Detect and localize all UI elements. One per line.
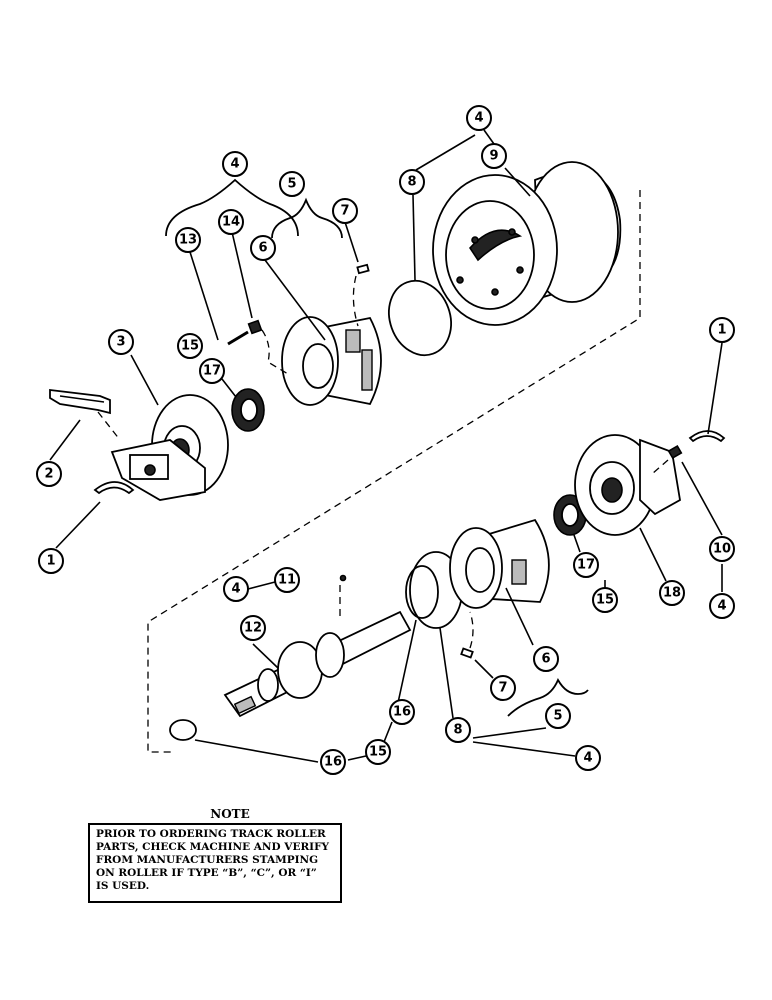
callout-16-center: 16	[389, 699, 415, 725]
svg-text:15: 15	[596, 593, 614, 608]
svg-text:6: 6	[258, 241, 267, 256]
callout-15-lower-right: 15	[592, 587, 618, 613]
note-line: ON ROLLER IF TYPE “B”, “C”, OR “I”	[96, 867, 317, 879]
part-end-collar-left	[110, 394, 229, 501]
callout-1-left: 1	[38, 548, 64, 574]
svg-text:14: 14	[222, 215, 240, 230]
part-bolt	[227, 319, 263, 346]
brace-kit-4-upper	[165, 178, 299, 237]
svg-text:12: 12	[244, 621, 262, 636]
callout-8-upper: 8	[399, 169, 425, 195]
dash-pin-upper	[352, 275, 359, 327]
note-line: IS USED.	[96, 880, 150, 892]
part-plug-right	[667, 444, 683, 460]
svg-text:8: 8	[407, 175, 416, 190]
callout-13: 13	[175, 227, 201, 253]
svg-text:7: 7	[340, 204, 349, 219]
assembly-dashed-outline	[147, 190, 641, 753]
svg-text:1: 1	[717, 323, 726, 338]
part-o-ring-upper	[388, 279, 452, 357]
svg-text:4: 4	[230, 157, 239, 172]
callout-12: 12	[240, 615, 266, 641]
note-line: PRIOR TO ORDERING TRACK ROLLER	[96, 828, 326, 840]
part-pin-upper	[356, 263, 370, 275]
svg-text:9: 9	[489, 149, 498, 164]
svg-text:3: 3	[116, 335, 125, 350]
callout-6-lower: 6	[533, 646, 559, 672]
callout-15-lower: 15	[365, 739, 391, 765]
svg-text:16: 16	[324, 755, 342, 770]
leader-lines	[49, 129, 723, 763]
svg-text:11: 11	[278, 573, 296, 588]
svg-text:15: 15	[369, 745, 387, 760]
callout-6-upper: 6	[250, 235, 276, 261]
svg-text:4: 4	[583, 751, 592, 766]
callout-14: 14	[218, 209, 244, 235]
callout-4-upper-left: 4	[222, 151, 248, 177]
svg-text:7: 7	[498, 681, 507, 696]
svg-text:2: 2	[44, 467, 53, 482]
callout-17-lower: 17	[573, 552, 599, 578]
svg-text:4: 4	[474, 111, 483, 126]
dash-pin-lower	[469, 611, 474, 649]
callout-7-lower: 7	[490, 675, 516, 701]
svg-text:5: 5	[287, 177, 296, 192]
callout-4-right: 4	[709, 593, 735, 619]
part-seal-left	[231, 388, 265, 432]
note-title: NOTE	[210, 807, 250, 821]
part-o-ring-lower-left	[169, 719, 197, 741]
note-line: FROM MANUFACTURERS STAMPING	[96, 854, 319, 866]
note-box: PRIOR TO ORDERING TRACK ROLLER PARTS, CH…	[88, 823, 342, 903]
callout-8-lower: 8	[445, 717, 471, 743]
dash-bolt	[261, 329, 289, 375]
callout-9: 9	[481, 143, 507, 169]
part-locking-bar	[49, 388, 111, 415]
svg-text:17: 17	[203, 364, 221, 379]
svg-text:17: 17	[577, 558, 595, 573]
part-bushing-upper	[281, 316, 382, 406]
callout-4-lower-right: 4	[575, 745, 601, 771]
svg-text:8: 8	[453, 723, 462, 738]
note-line: PARTS, CHECK MACHINE AND VERIFY	[96, 841, 330, 853]
callout-1-right: 1	[709, 317, 735, 343]
part-bushing-lower	[449, 518, 550, 609]
callout-11: 11	[274, 567, 300, 593]
part-snap-ring-left	[93, 481, 135, 495]
callout-3: 3	[108, 329, 134, 355]
dash-plug-right	[651, 459, 669, 475]
callout-5-lower: 5	[545, 703, 571, 729]
svg-text:15: 15	[181, 339, 199, 354]
callout-18: 18	[659, 580, 685, 606]
dash-locking-bar	[97, 411, 121, 441]
callout-15-upper: 15	[177, 333, 203, 359]
svg-text:6: 6	[541, 652, 550, 667]
callout-10: 10	[709, 536, 735, 562]
callout-17-upper: 17	[199, 358, 225, 384]
part-shaft	[223, 610, 412, 718]
svg-text:1: 1	[46, 554, 55, 569]
callout-5-upper: 5	[279, 171, 305, 197]
callout-4-shaft: 4	[223, 576, 249, 602]
part-roller-body	[432, 161, 622, 326]
part-plug-shaft	[339, 574, 347, 582]
callout-2: 2	[36, 461, 62, 487]
part-pin-lower	[460, 647, 474, 659]
callout-4-upper-right: 4	[466, 105, 492, 131]
svg-text:5: 5	[553, 709, 562, 724]
svg-text:4: 4	[231, 582, 240, 597]
part-snap-ring-right	[688, 430, 726, 443]
part-seal-lower	[405, 565, 439, 619]
brace-kit-5-lower	[507, 677, 589, 717]
svg-text:18: 18	[663, 586, 681, 601]
svg-text:10: 10	[713, 542, 731, 557]
svg-text:13: 13	[179, 233, 197, 248]
svg-text:16: 16	[393, 705, 411, 720]
brace-kit-5-upper	[271, 197, 343, 239]
callout-16-lower: 16	[320, 749, 346, 775]
part-end-collar-right	[574, 434, 681, 536]
svg-text:4: 4	[717, 599, 726, 614]
callout-7-upper: 7	[332, 198, 358, 224]
